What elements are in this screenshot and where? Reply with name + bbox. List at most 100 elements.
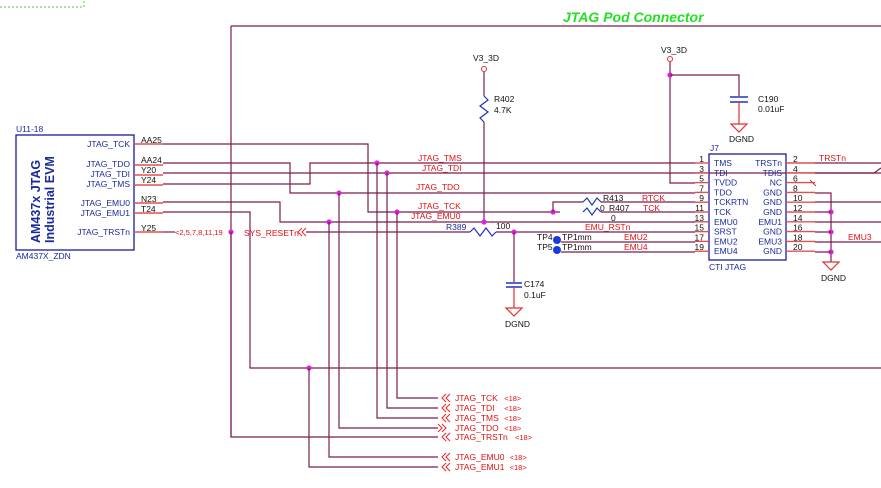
r402-ref: R402 [494,94,515,104]
offpage-ref: <18> [515,433,533,442]
net-label-tdo: JTAG_TDO [416,182,460,192]
j7-pin-num: 12 [793,203,803,213]
offpage-label[interactable]: JTAG_TMS [455,413,499,423]
u11-ball: Y25 [141,223,156,233]
u11-ball: AA25 [141,135,162,145]
c190-value: 0.01uF [758,104,784,114]
c174-ref: C174 [524,279,545,289]
offpage-ref: <18> [504,394,522,403]
j7-pin-name: EMU3 [758,236,782,246]
u11-ball: AA24 [141,155,162,165]
c174-capacitor-icon [506,282,522,288]
sheet-title: JTAG Pod Connector [563,9,705,25]
net-label-emu2: EMU2 [624,232,648,242]
branch-emu0 [328,222,438,458]
u11-block[interactable]: U11-18 AM437X_ZDN AM437x JTAG Industrial… [15,124,162,261]
offpage-label[interactable]: JTAG_TDO [455,423,499,433]
offpage-port-icon [441,413,451,423]
tp4-value: TP1mm [562,232,592,242]
j7-pin-num: 18 [793,232,803,242]
j7-pin-num: 8 [793,183,798,193]
u11-pin-stubs [134,143,163,233]
j7-pin-num: 3 [699,164,704,174]
u11-pin-name: JTAG_TDO [86,159,130,169]
r402-resistor-icon [479,95,489,123]
offpage-label[interactable]: JTAG_TRSTn [455,432,508,442]
j7-pin-num: 10 [793,193,803,203]
j7-pin-num: 2 [793,154,798,164]
j7-pin-name: TMS [714,158,732,168]
tp5-ref: TP5 [537,242,553,252]
j7-pin-name: EMU0 [714,217,738,227]
r402-value: 4.7K [494,105,512,115]
j7-part: CTI JTAG [709,262,746,272]
u11-ball: Y24 [141,175,156,185]
r389-ref: R389 [446,222,467,232]
c174-ground-icon [504,287,524,317]
j7-pin-num: 9 [699,193,704,203]
v3-label-1: V3_3D [473,53,499,63]
offpage-label[interactable]: JTAG_TDI [455,403,495,413]
u11-pin-name: JTAG_EMU1 [81,208,131,218]
branch-emu1 [308,368,438,468]
wire-emu2-emu4 [561,241,695,253]
j7-pin-num: 11 [695,203,704,213]
j7-pin-num: 16 [793,223,803,233]
j7-body [708,153,787,261]
j7-pin-num: 14 [793,213,803,223]
u11-part: AM437X_ZDN [16,251,71,261]
nc-marker-icon [809,179,817,187]
j7-pin-num: 5 [699,174,704,184]
offpage-port-icon [441,403,451,413]
offpage-label[interactable]: JTAG_EMU1 [455,462,505,472]
net-label-tdi: JTAG_TDI [422,163,462,173]
offpage-label[interactable]: JTAG_TCK [455,393,498,403]
c190-capacitor-icon [730,96,748,103]
j7-pin-name: GND [763,227,782,237]
wire-r413 [552,201,583,212]
r407-ref: R407 [609,203,630,213]
offpage-label[interactable]: JTAG_EMU0 [455,452,505,462]
power-port-icon [667,56,673,62]
j7-pin-name: EMU4 [714,246,738,256]
r413-ref: R413 [603,193,624,203]
j7-pin-name: TDI [714,168,728,178]
wire-rtck-tck [601,201,695,213]
u11-ball: T24 [141,204,156,214]
j7-pin-name: EMU2 [714,236,738,246]
branch-tms [376,163,438,419]
offpage-port-icon [441,393,451,403]
c190-ref: C190 [758,94,779,104]
c190-ground-icon [729,102,749,133]
net-label-rtck: RTCK [642,193,665,203]
j7-pin-num: 19 [695,242,705,252]
net-label-emu0: JTAG_EMU0 [411,211,461,221]
j7-pin-num: 13 [695,213,705,223]
r413-value: 0 [600,203,605,213]
j7-pin-num: 7 [699,183,704,193]
wire-emu0 [163,201,695,223]
c174-gnd-label: DGND [505,319,530,329]
power-port-icon [481,66,487,72]
u11-name-2: Industrial EVM [43,156,57,243]
net-label-emu4: EMU4 [624,242,648,252]
net-label-emu-rst: EMU_RSTn [585,222,631,232]
c190-gnd-label: DGND [729,134,754,144]
offpage-ref: <18> [510,453,528,462]
offpage-port-icon [441,452,451,462]
offpage-ref: <18> [504,424,522,433]
u11-pin-name: JTAG_TRSTn [77,227,130,237]
tp5-testpoint-icon [553,246,561,254]
net-label-emu3: EMU3 [848,232,872,242]
u11-pin-name: JTAG_TMS [86,179,130,189]
r407-resistor-icon [582,207,602,217]
wire-tck [163,143,560,213]
j7-pin-name: TCK [714,207,731,217]
net-label-tck2: TCK [643,203,660,213]
u11-pin-name: JTAG_TDI [90,169,130,179]
net-label-tck: JTAG_TCK [418,201,461,211]
j7-pin-name: TRSTn [755,158,782,168]
branch-tdo [338,193,438,429]
